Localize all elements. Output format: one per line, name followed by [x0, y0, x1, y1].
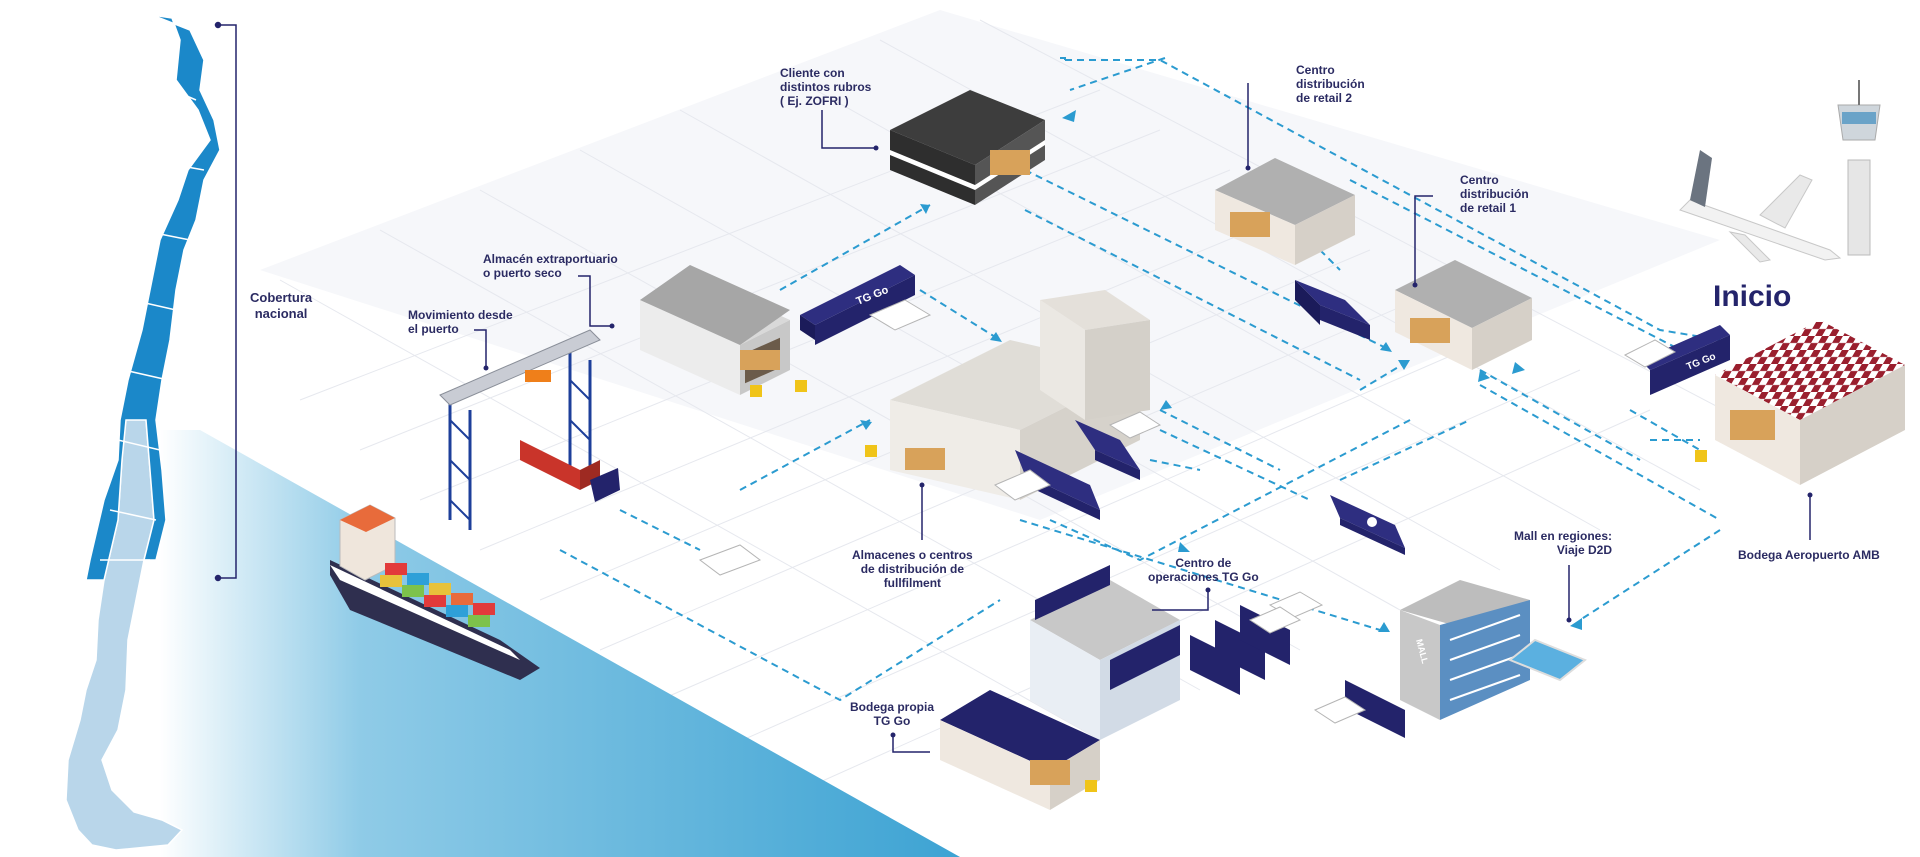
mall-building: MALL [1400, 580, 1587, 720]
route-arrows [860, 110, 1582, 632]
label-line: Movimiento desde [408, 308, 513, 322]
gantry-crane [439, 329, 601, 530]
chile-map [65, 14, 221, 851]
label-line: Centro [1296, 63, 1335, 77]
label-line: distribución [1460, 187, 1529, 201]
label-line: Mall en regiones: [1514, 529, 1613, 543]
pickup-trucks [698, 299, 1677, 724]
leader-lines [474, 83, 1811, 753]
truck-6 [1330, 495, 1405, 555]
sea [160, 430, 960, 857]
label-line: Viaje D2D [1556, 543, 1613, 557]
label-line: Cliente con [780, 66, 845, 80]
centro-operaciones-building [1030, 565, 1180, 740]
leader-dots [483, 145, 1813, 738]
bodega-propia-building [940, 690, 1100, 810]
label-almacen-extraportuario: Almacén extraportuario o puerto seco [483, 252, 618, 280]
label-centro-operaciones: Centro de operaciones TG Go [1148, 556, 1259, 584]
label-movimiento-puerto: Movimiento desde el puerto [408, 308, 513, 336]
label-line: o puerto seco [483, 266, 562, 280]
container-truck [520, 440, 620, 502]
label-line: distintos rubros [780, 80, 872, 94]
label-line: Centro [1460, 173, 1499, 187]
label-line: fullfilment [883, 576, 942, 590]
label-line: operaciones TG Go [1148, 570, 1259, 584]
label-mall-regiones: Mall en regiones: Viaje D2D [1514, 529, 1612, 557]
label-line: Almacenes o centros [852, 548, 973, 562]
label-line: Centro de [1175, 556, 1232, 570]
truck-1: TG Go [800, 265, 915, 345]
label-line: el puerto [408, 322, 459, 336]
warehouse-extraportuario [640, 265, 790, 395]
truck-2 [1295, 280, 1370, 340]
truck-fleet [1190, 605, 1405, 738]
warehouse-retail-2 [1215, 158, 1355, 265]
label-cobertura-nacional: Cobertura nacional [250, 290, 312, 322]
label-line: Cobertura [250, 290, 313, 305]
forklifts [750, 380, 1707, 792]
truck-4 [1075, 420, 1140, 480]
label-retail-2: Centro distribución de retail 2 [1296, 63, 1365, 105]
label-line: Bodega propia [850, 700, 935, 714]
bodega-aeropuerto-building [1715, 320, 1905, 485]
label-line: nacional [254, 306, 308, 321]
label-line: ( Ej. ZOFRI ) [780, 94, 849, 108]
label-retail-1: Centro distribución de retail 1 [1460, 173, 1529, 215]
label-line: de retail 2 [1296, 91, 1353, 105]
label-line: TG Go [873, 714, 911, 728]
warehouse-retail-1 [1395, 260, 1532, 370]
label-almacenes-fullfilment: Almacenes o centros de distribución de f… [852, 548, 973, 590]
warehouse-cliente-zofri [890, 90, 1045, 205]
label-line: distribución [1296, 77, 1365, 91]
label-inicio: Inicio [1713, 280, 1792, 313]
label-line: Almacén extraportuario [483, 252, 618, 266]
label-bodega-aeropuerto: Bodega Aeropuerto AMB [1738, 548, 1880, 562]
label-line: de distribución de [860, 562, 965, 576]
container-ship [330, 504, 540, 680]
control-tower [1837, 80, 1881, 256]
coverage-bracket [214, 21, 237, 582]
label-line: de retail 1 [1460, 201, 1517, 215]
label-bodega-propia: Bodega propia TG Go [850, 700, 934, 728]
airplane [1679, 150, 1842, 263]
label-cliente-rubros: Cliente con distintos rubros ( Ej. ZOFRI… [780, 66, 871, 108]
